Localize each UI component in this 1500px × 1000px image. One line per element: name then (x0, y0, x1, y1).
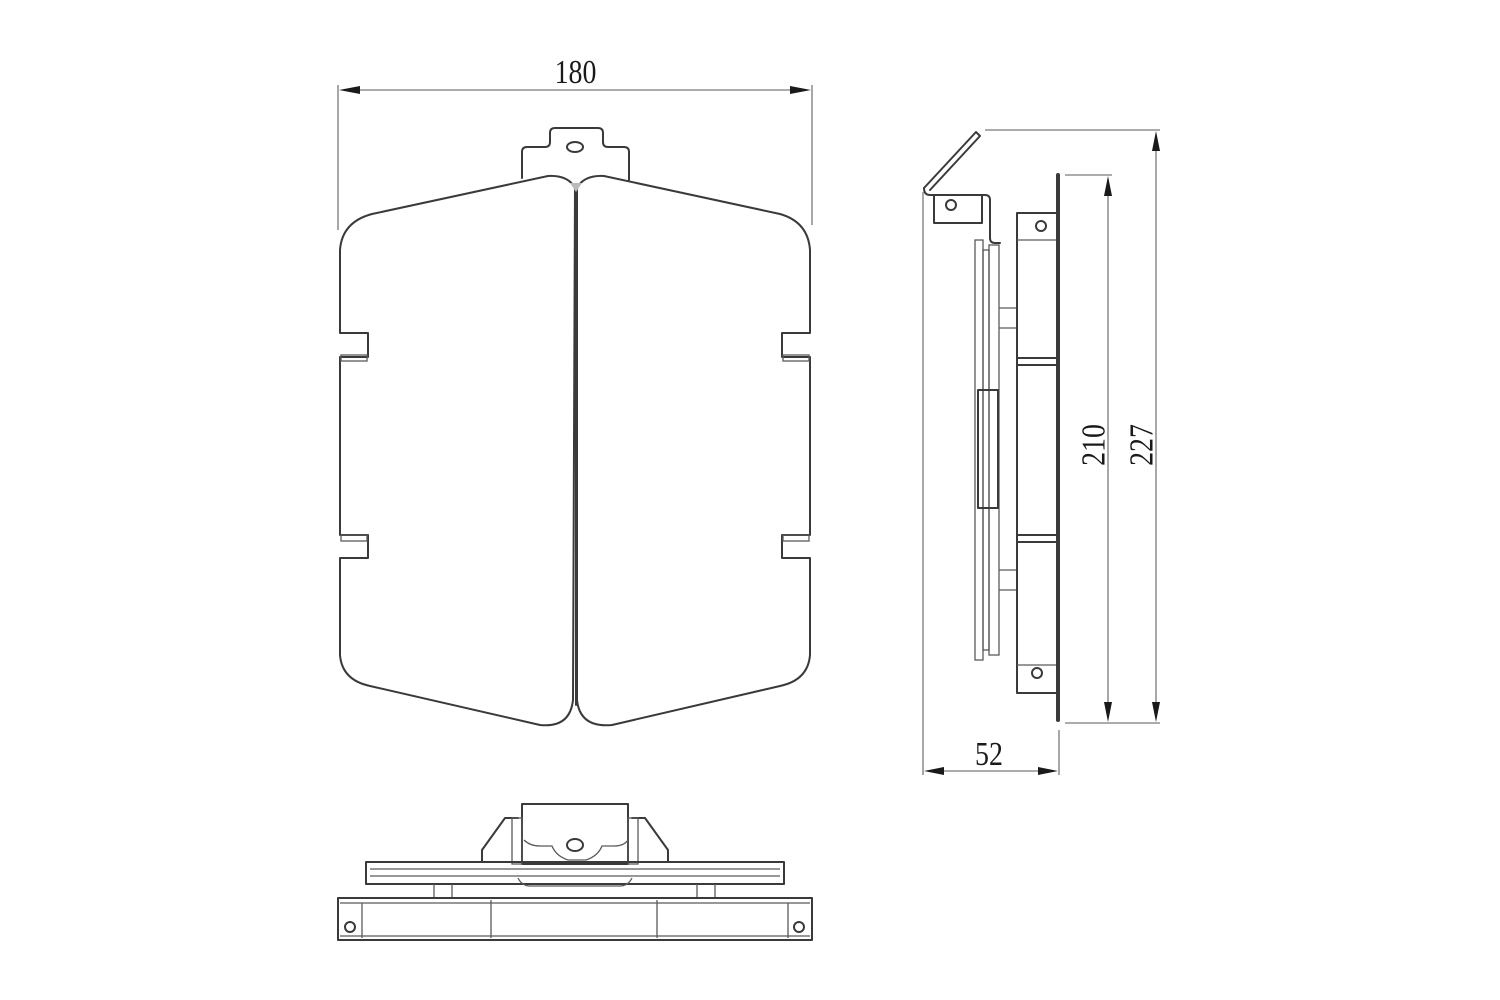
tab-hole-icon (566, 141, 584, 153)
side-hole-top-icon (945, 199, 957, 211)
front-view (337, 85, 813, 727)
total-height-dimension (985, 129, 1160, 722)
base-hole-left-icon (344, 921, 356, 933)
bottom-view (337, 803, 813, 941)
width-dimension-label: 180 (554, 54, 597, 91)
base-hole-right-icon (793, 921, 805, 933)
bottom-tab-hole-icon (566, 838, 584, 852)
top-tab (521, 127, 630, 181)
width-dimension (337, 85, 813, 230)
total-height-dimension-label: 227 (1123, 424, 1161, 466)
depth-dimension (922, 192, 1060, 775)
left-panel (339, 174, 576, 727)
inner-height-dimension-label: 210 (1075, 424, 1113, 466)
side-hole-upper-icon (1035, 220, 1047, 232)
inner-height-dimension (1065, 174, 1160, 724)
side-view (922, 129, 1160, 775)
side-hole-lower-icon (1031, 667, 1043, 679)
right-panel (576, 174, 811, 727)
depth-dimension-label: 52 (975, 736, 1003, 773)
